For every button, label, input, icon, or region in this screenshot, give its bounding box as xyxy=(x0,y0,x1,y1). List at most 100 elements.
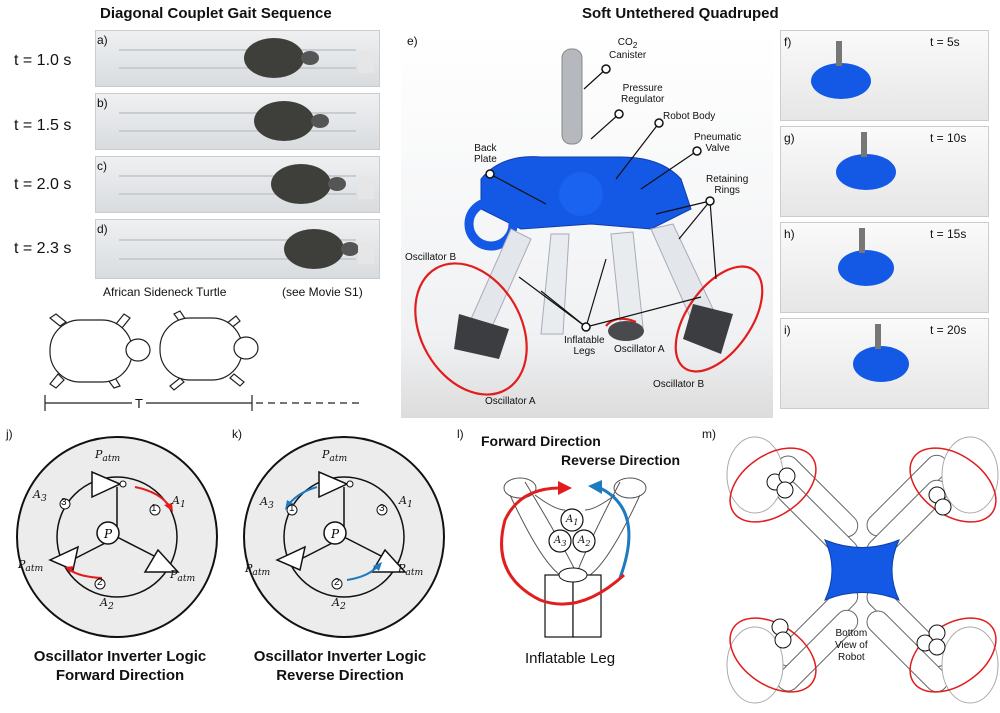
j-a3-sub: 3 xyxy=(40,493,47,505)
k-patm-left-text: P xyxy=(245,562,253,575)
j-caption-line1: Oscillator Inverter Logic xyxy=(33,648,207,665)
pneumatic-valve-label: Pneumatic Valve xyxy=(694,132,742,154)
panel-label-l: l) xyxy=(457,427,464,441)
j-a1-label: A1 xyxy=(172,494,186,510)
k-patm-top: Patm xyxy=(322,448,347,464)
co2-subscript: 2 xyxy=(632,40,638,50)
panel-label-k: k) xyxy=(232,427,242,441)
leg-a3-text: A xyxy=(554,535,562,546)
back-plate-label: Back Plate xyxy=(474,143,497,165)
retaining-rings-label: Retaining Rings xyxy=(706,174,749,196)
k-patm-right: Patm xyxy=(398,562,423,578)
leg-a2: A2 xyxy=(578,535,591,548)
j-caption-line2: Forward Direction xyxy=(55,667,185,684)
j-a2-text: A xyxy=(100,596,108,609)
oscillator-b-left-label: Oscillator B xyxy=(405,252,457,263)
j-node-3: 3 xyxy=(61,497,67,508)
robot-photo-f xyxy=(780,30,989,121)
time-label-b: t = 1.5 s xyxy=(14,117,72,134)
k-a3-label: A3 xyxy=(260,495,274,511)
panel-label-a: a) xyxy=(97,33,108,47)
panel-label-j: j) xyxy=(6,427,13,441)
robot-illustration xyxy=(414,48,764,396)
inflatable-legs-label: Inflatable Legs xyxy=(564,335,605,357)
robot-photo-h xyxy=(780,222,989,313)
k-caption-line1: Oscillator Inverter Logic xyxy=(253,648,427,665)
turtle-photo-a xyxy=(95,30,380,87)
turtle-photo-d xyxy=(95,219,380,279)
inverter-logic-reverse: P xyxy=(243,436,445,638)
reverse-direction-label: Reverse Direction xyxy=(561,452,681,468)
k-a1-sub: 1 xyxy=(406,499,413,511)
j-patm-left-text: P xyxy=(18,558,26,571)
panel-label-b: b) xyxy=(97,96,108,110)
svg-text:P: P xyxy=(103,527,113,541)
panel-label-f: f) xyxy=(784,35,792,49)
k-a2-text: A xyxy=(332,596,340,609)
forward-direction-label: Forward Direction xyxy=(481,433,601,449)
period-label: T xyxy=(132,396,146,411)
leg-a2-text: A xyxy=(578,535,586,546)
j-patm-right-sub: atm xyxy=(177,573,196,585)
pressure-regulator-label: Pressure Regulator xyxy=(621,83,665,105)
k-a1-text: A xyxy=(399,494,407,507)
panel-label-d: d) xyxy=(97,222,108,236)
panel-label-e: e) xyxy=(407,34,418,48)
k-node-3: 3 xyxy=(379,503,385,514)
j-a3-label: A3 xyxy=(33,488,47,504)
k-a3-text: A xyxy=(260,495,268,508)
robot-photo-g xyxy=(780,126,989,217)
j-a1-text: A xyxy=(172,494,180,507)
bottom-view-drawing xyxy=(726,436,999,704)
k-a3-sub: 3 xyxy=(267,500,274,512)
j-patm-right-text: P xyxy=(170,568,178,581)
leg-a1-text: A xyxy=(566,514,574,525)
svg-text:P: P xyxy=(330,527,340,541)
robot-body-label: Robot Body xyxy=(663,111,716,122)
k-a2-label: A2 xyxy=(332,596,346,612)
oscillator-a-left-label: Oscillator A xyxy=(485,396,536,407)
k-patm-top-text: P xyxy=(322,448,330,461)
panel-label-c: c) xyxy=(97,159,107,173)
co2-text: CO xyxy=(617,37,633,48)
inflatable-leg-drawing xyxy=(500,477,647,638)
time-h: t = 15s xyxy=(930,227,967,241)
inverter-logic-forward: P xyxy=(16,436,218,638)
time-label-d: t = 2.3 s xyxy=(14,240,72,257)
j-a1-sub: 1 xyxy=(179,499,186,511)
bottom-view-caption: Bottom View of Robot xyxy=(835,628,868,663)
j-node-1: 1 xyxy=(151,503,157,514)
j-patm-top-text: P xyxy=(95,448,103,461)
inflatable-leg-caption: Inflatable Leg xyxy=(525,650,616,667)
turtle-photo-b xyxy=(95,93,380,150)
j-a2-label: A2 xyxy=(100,596,114,612)
k-node-1: 1 xyxy=(289,503,295,514)
time-g: t = 10s xyxy=(930,131,967,145)
leg-a1-sub: 1 xyxy=(573,517,579,527)
j-patm-left-sub: atm xyxy=(25,563,44,575)
turtle-caption: African Sideneck Turtle xyxy=(103,285,227,299)
k-patm-top-sub: atm xyxy=(329,453,348,465)
j-a2-sub: 2 xyxy=(107,601,114,613)
leg-a3-sub: 3 xyxy=(561,538,567,548)
k-a1-label: A1 xyxy=(399,494,413,510)
panel-label-i: i) xyxy=(784,323,791,337)
turtle-photo-c xyxy=(95,156,380,213)
j-patm-top: Patm xyxy=(95,448,120,464)
j-patm-right: Patm xyxy=(170,568,195,584)
j-patm-top-sub: atm xyxy=(102,453,121,465)
leg-a1: A1 xyxy=(566,514,579,527)
center-title: Soft Untethered Quadruped xyxy=(582,5,779,22)
left-title: Diagonal Couplet Gait Sequence xyxy=(100,5,332,22)
k-node-2: 2 xyxy=(334,577,340,588)
j-patm-left: Patm xyxy=(18,558,43,574)
time-f: t = 5s xyxy=(930,35,960,49)
movie-reference: (see Movie S1) xyxy=(282,285,363,299)
robot-photo-i xyxy=(780,318,989,409)
oscillator-a-right-label: Oscillator A xyxy=(614,344,665,355)
k-a2-sub: 2 xyxy=(339,601,346,613)
panel-label-h: h) xyxy=(784,227,795,241)
j-a3-text: A xyxy=(33,488,41,501)
